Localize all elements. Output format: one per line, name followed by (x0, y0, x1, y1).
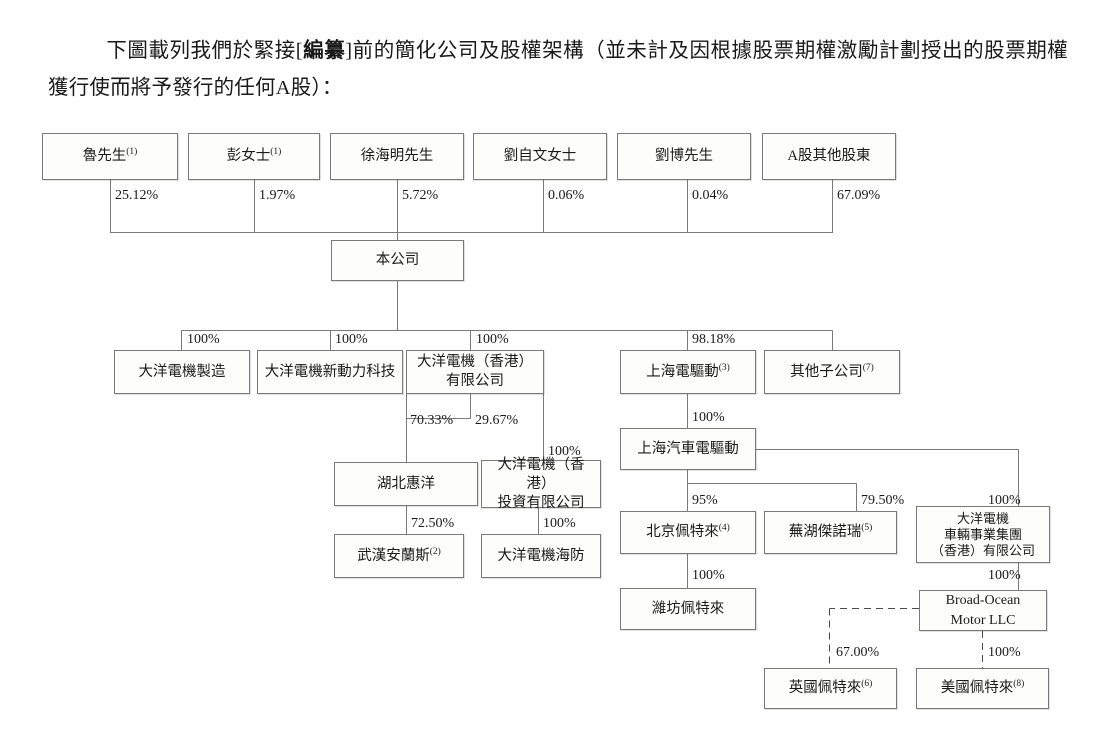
node-shanghai-drive[interactable]: 上海電驅動(3) (620, 350, 756, 394)
node-hubei-label: 湖北惠洋 (377, 475, 435, 492)
node-haifang-label: 大洋電機海防 (497, 547, 585, 564)
node-liubo-label: 劉博先生 (655, 148, 713, 164)
node-shanghai-drive-footnote: (3) (718, 362, 730, 373)
node-uk-petter-label: 英國佩特來 (788, 680, 862, 696)
pct-hk-ltd: 100% (476, 332, 509, 347)
pct-wuhu: 79.50% (861, 493, 905, 508)
node-us-petter[interactable]: 美國佩特來(8) (916, 668, 1049, 709)
pct-weifang: 100% (692, 568, 725, 583)
node-company[interactable]: 本公司 (331, 240, 464, 281)
node-other-subsidiaries-footnote: (7) (862, 362, 874, 373)
node-hk-invest[interactable]: 大洋電機（香港） 投資有限公司 (481, 456, 601, 511)
node-uk-petter[interactable]: 英國佩特來(6) (764, 668, 897, 709)
node-other-subsidiaries[interactable]: 其他子公司(7) (764, 350, 900, 394)
pct-hubei: 70.33% (410, 413, 454, 428)
node-newenergy-label: 大洋電機新動力科技 (264, 363, 396, 380)
node-broad-ocean-motor[interactable]: Broad-Ocean Motor LLC (919, 590, 1047, 631)
pct-xu: 5.72% (402, 188, 439, 203)
node-peng[interactable]: 彭女士(1) (188, 133, 320, 180)
pct-hk-invest-share: 29.67% (475, 413, 519, 428)
node-manufacture[interactable]: 大洋電機製造 (114, 350, 250, 394)
node-shanghai-drive-label: 上海電驅動 (646, 363, 719, 380)
pct-manufacture: 100% (187, 332, 220, 347)
pct-lu: 25.12% (115, 188, 159, 203)
node-us-petter-footnote: (8) (1013, 679, 1025, 690)
node-peng-footnote: (1) (270, 147, 282, 158)
pct-vehicle-hk: 100% (988, 493, 1021, 508)
node-liuziwen[interactable]: 劉自文女士 (473, 133, 607, 180)
node-lu-footnote: (1) (126, 147, 138, 158)
pct-newenergy: 100% (335, 332, 368, 347)
intro-text-part1: 下圖載列我們於緊接[ (106, 39, 303, 62)
pct-peng: 1.97% (259, 188, 296, 203)
node-weifang-petter-label: 濰坊佩特來 (651, 600, 725, 617)
node-hubei[interactable]: 湖北惠洋 (334, 462, 478, 506)
intro-bracket-term: 編纂 (302, 39, 346, 62)
node-haifang[interactable]: 大洋電機海防 (481, 534, 601, 578)
node-hk-ltd-label-line1: 大洋電機（香港） (417, 354, 533, 370)
node-ashare-holders[interactable]: A股其他股東 (762, 133, 896, 180)
node-wuhu-jienuorui[interactable]: 蕪湖傑諾瑞(5) (764, 511, 897, 554)
node-newenergy[interactable]: 大洋電機新動力科技 (257, 350, 403, 394)
node-broad-ocean-motor-line1: Broad-Ocean (945, 592, 1021, 608)
node-shanghai-auto[interactable]: 上海汽車電驅動 (620, 428, 756, 470)
pct-hk-invest: 100% (548, 444, 581, 459)
node-weifang-petter[interactable]: 濰坊佩特來 (620, 588, 756, 630)
node-broad-ocean-motor-line2: Motor LLC (950, 612, 1016, 628)
intro-text-part2: ]前的簡化公司及股權架構（並未計及因根據股票期權 (345, 39, 837, 62)
pct-uk-petter: 67.00% (836, 645, 880, 660)
node-vehicle-group-hk[interactable]: 大洋電機 車輛事業集團 （香港）有限公司 (916, 506, 1050, 563)
node-vehicle-group-hk-line3: （香港）有限公司 (930, 542, 1035, 558)
node-shanghai-auto-label: 上海汽車電驅動 (637, 440, 739, 457)
node-hk-ltd-label-line2: 有限公司 (446, 373, 504, 389)
pct-liuziwen: 0.06% (548, 188, 585, 203)
node-vehicle-group-hk-line1: 大洋電機 (956, 510, 1009, 526)
pct-shanghai-drive: 98.18% (692, 332, 736, 347)
node-manufacture-label: 大洋電機製造 (138, 363, 226, 380)
node-xu[interactable]: 徐海明先生 (330, 133, 464, 180)
node-other-subsidiaries-label: 其他子公司 (790, 363, 863, 380)
node-hk-ltd[interactable]: 大洋電機（香港） 有限公司 (406, 350, 544, 394)
node-ashare-holders-label: A股其他股東 (787, 148, 871, 164)
pct-wuhan: 72.50% (411, 516, 455, 531)
node-liubo[interactable]: 劉博先生 (617, 133, 751, 180)
node-liuziwen-label: 劉自文女士 (503, 148, 577, 164)
node-beijing-petter[interactable]: 北京佩特來(4) (620, 511, 756, 554)
node-wuhu-jienuorui-footnote: (5) (861, 523, 873, 534)
pct-ashare-holders: 67.09% (837, 188, 881, 203)
intro-paragraph: 下圖載列我們於緊接[編纂]前的簡化公司及股權架構（並未計及因根據股票期權激勵計劃… (48, 33, 1068, 107)
node-lu[interactable]: 魯先生(1) (42, 133, 178, 180)
pct-liubo: 0.04% (692, 188, 729, 203)
node-wuhan-anlansi-label: 武漢安蘭斯 (357, 547, 430, 564)
pct-us-petter: 100% (988, 645, 1021, 660)
node-beijing-petter-footnote: (4) (718, 523, 730, 534)
node-xu-label: 徐海明先生 (360, 148, 434, 164)
pct-shanghai-auto: 100% (692, 410, 725, 425)
node-peng-label: 彭女士 (226, 148, 271, 164)
node-lu-label: 魯先生 (82, 148, 127, 164)
node-wuhan-anlansi[interactable]: 武漢安蘭斯(2) (334, 534, 464, 578)
pct-haifang: 100% (543, 516, 576, 531)
node-uk-petter-footnote: (6) (861, 679, 873, 690)
node-wuhu-jienuorui-label: 蕪湖傑諾瑞 (788, 524, 862, 540)
node-hk-invest-label-line2: 投資有限公司 (497, 494, 585, 511)
node-hk-invest-label-line1: 大洋電機（香港） (497, 456, 585, 492)
node-beijing-petter-label: 北京佩特來 (646, 524, 719, 540)
intro-text-part3: 激勵計劃授出的股票期權獲行使而將予發行的任何A股）： (48, 39, 1068, 99)
node-vehicle-group-hk-line2: 車輛事業集團 (943, 526, 1022, 542)
pct-beijing: 95% (692, 493, 718, 508)
node-us-petter-label: 美國佩特來 (940, 680, 1014, 696)
node-wuhan-anlansi-footnote: (2) (429, 546, 441, 557)
pct-broad-ocean: 100% (988, 568, 1021, 583)
node-company-label: 本公司 (375, 252, 420, 268)
